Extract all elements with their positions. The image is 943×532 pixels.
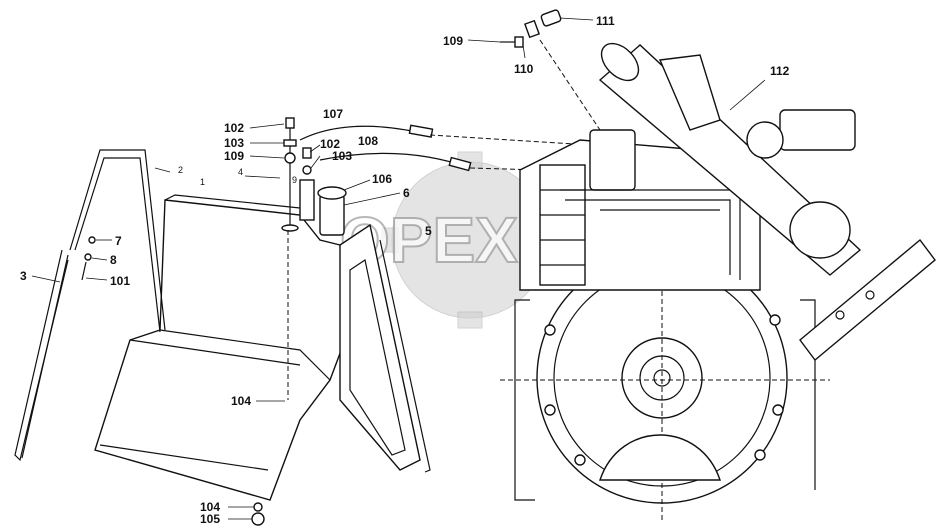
label-6: 6 — [403, 186, 410, 200]
label-105: 105 — [200, 512, 220, 526]
label-7: 7 — [115, 234, 122, 248]
label-106: 106 — [372, 172, 392, 186]
label-104-mid: 104 — [231, 394, 251, 408]
label-112: 112 — [770, 64, 790, 78]
label-102-mid: 102 — [320, 137, 340, 151]
engine — [500, 9, 936, 520]
callout-labels: 102 103 109 107 102 108 103 106 6 5 7 8 … — [20, 14, 790, 526]
level-sensor-rod — [281, 117, 315, 400]
label-108: 108 — [358, 134, 378, 148]
label-8: 8 — [110, 253, 117, 267]
label-109-left: 109 — [224, 149, 244, 163]
label-109-right: 109 — [443, 34, 463, 48]
mounting-strap — [14, 149, 166, 462]
drain-plug — [251, 502, 265, 526]
label-103-mid: 103 — [332, 149, 352, 163]
label-111: 111 — [596, 14, 615, 28]
filler-neck — [317, 186, 347, 236]
label-5: 5 — [425, 224, 432, 238]
leader-lines — [31, 17, 766, 520]
label-3: 3 — [20, 269, 27, 283]
label-107: 107 — [323, 107, 343, 121]
label-110: 110 — [514, 62, 534, 76]
label-small-9: 9 — [292, 175, 297, 185]
label-small-2: 2 — [178, 165, 183, 175]
label-104-bottom: 104 — [200, 500, 220, 514]
label-103-top: 103 — [224, 136, 244, 150]
tank-body — [94, 194, 431, 501]
label-small-4: 4 — [238, 167, 243, 177]
label-102-top: 102 — [224, 121, 244, 135]
label-101: 101 — [110, 274, 130, 288]
cables — [299, 124, 591, 172]
label-small-1: 1 — [200, 177, 205, 187]
